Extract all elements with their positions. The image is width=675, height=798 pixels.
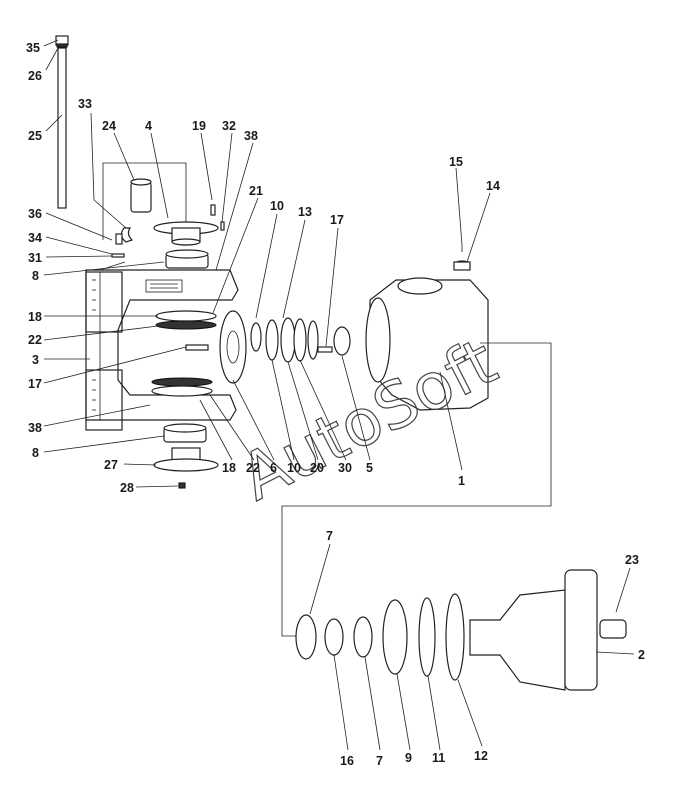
callout-22: 22: [28, 333, 42, 347]
callout-6: 6: [270, 461, 277, 475]
callout-20: 20: [310, 461, 324, 475]
callout-23: 23: [625, 553, 639, 567]
callout-15: 15: [449, 155, 463, 169]
callout-26: 26: [28, 69, 42, 83]
hub-assembly: [295, 569, 627, 691]
callout-18: 18: [28, 310, 42, 324]
callout-4: 4: [145, 119, 152, 133]
callout-2: 2: [638, 648, 645, 662]
callout-38: 38: [244, 129, 258, 143]
callout-38: 38: [28, 421, 42, 435]
callout-11: 11: [432, 751, 445, 765]
upper-cap-assembly: [99, 162, 225, 271]
center-disc-stack: [185, 310, 351, 384]
callout-33: 33: [78, 97, 92, 111]
callout-35: 35: [26, 41, 40, 55]
callout-7: 7: [376, 754, 383, 768]
callout-17: 17: [330, 213, 344, 227]
callout-31: 31: [28, 251, 42, 265]
callout-34: 34: [28, 231, 42, 245]
callout-9: 9: [405, 751, 412, 765]
upper-bearing-stack: [155, 249, 217, 330]
callout-30: 30: [338, 461, 352, 475]
callout-16: 16: [340, 754, 354, 768]
callout-32: 32: [222, 119, 236, 133]
callout-24: 24: [102, 119, 116, 133]
callout-19: 19: [192, 119, 206, 133]
callout-27: 27: [104, 458, 118, 472]
callout-17: 17: [28, 377, 42, 391]
callout-8: 8: [32, 446, 39, 460]
callout-labels: 35 26 25 33 24 4 19 32 38 21 10 13 17 15…: [26, 41, 645, 768]
callout-5: 5: [366, 461, 373, 475]
callout-14: 14: [486, 179, 500, 193]
callout-7: 7: [326, 529, 333, 543]
callout-28: 28: [120, 481, 134, 495]
leader-lines: [43, 39, 635, 751]
callout-22: 22: [246, 461, 260, 475]
callout-12: 12: [474, 749, 488, 763]
callout-10: 10: [270, 199, 284, 213]
axle-housing: [365, 245, 489, 411]
group-bracket: [281, 342, 552, 637]
callout-10: 10: [287, 461, 301, 475]
kingpin-rod: [55, 35, 69, 209]
callout-8: 8: [32, 269, 39, 283]
callout-1: 1: [458, 474, 465, 488]
knuckle-housing: [85, 269, 239, 431]
lower-bearing-stack: [151, 377, 219, 489]
callout-13: 13: [298, 205, 312, 219]
callout-3: 3: [32, 353, 39, 367]
callout-18: 18: [222, 461, 236, 475]
callout-36: 36: [28, 207, 42, 221]
callout-21: 21: [249, 184, 263, 198]
callout-25: 25: [28, 129, 42, 143]
